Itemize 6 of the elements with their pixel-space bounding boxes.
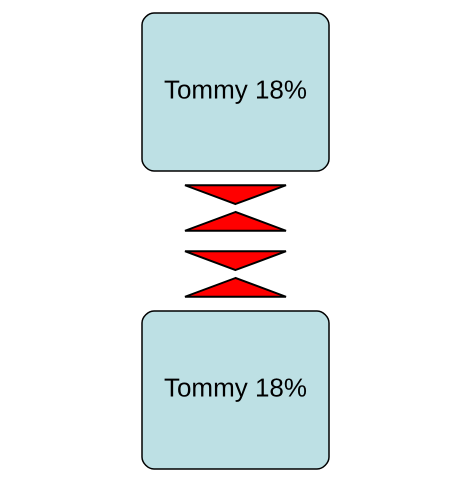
- node-box: Tommy 18%: [140, 310, 330, 470]
- node-box: Tommy 18%: [140, 12, 330, 172]
- node-triangle: [184, 210, 286, 232]
- node-triangle: [184, 250, 286, 272]
- node-triangle: [184, 184, 286, 206]
- node-triangle: [184, 276, 286, 298]
